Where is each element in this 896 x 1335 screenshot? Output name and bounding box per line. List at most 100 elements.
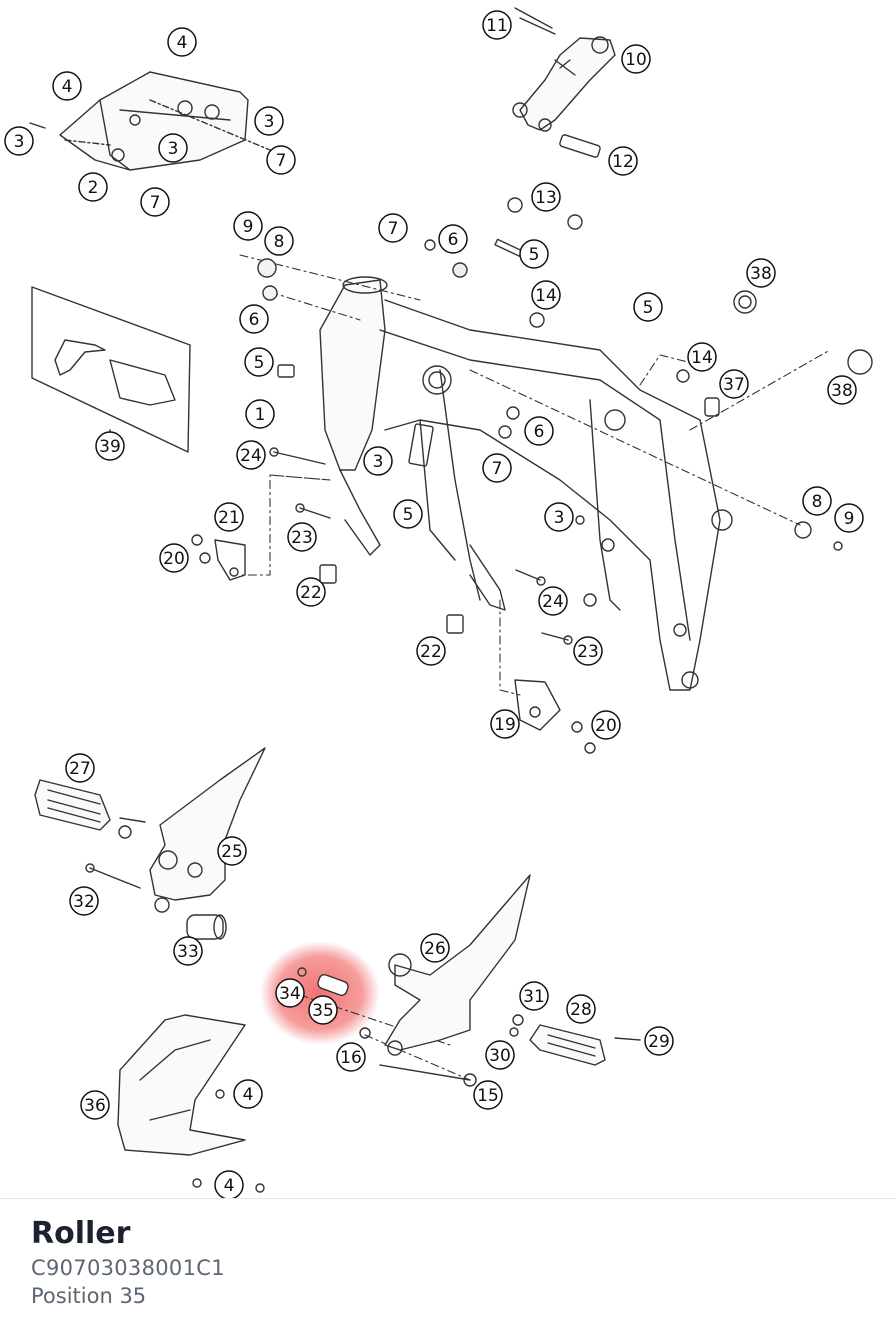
svg-text:19: 19 bbox=[494, 715, 516, 735]
callout-37[interactable]: 37 bbox=[719, 369, 749, 399]
callout-15[interactable]: 15 bbox=[473, 1080, 503, 1110]
callout-8[interactable]: 8 bbox=[264, 226, 294, 256]
callout-4[interactable]: 4 bbox=[167, 27, 197, 57]
callout-20[interactable]: 20 bbox=[159, 543, 189, 573]
svg-text:30: 30 bbox=[489, 1046, 511, 1066]
svg-text:22: 22 bbox=[300, 583, 322, 603]
callout-38[interactable]: 38 bbox=[746, 258, 776, 288]
svg-text:7: 7 bbox=[276, 151, 287, 171]
callout-4[interactable]: 4 bbox=[233, 1079, 263, 1109]
callout-6[interactable]: 6 bbox=[438, 224, 468, 254]
svg-text:1: 1 bbox=[255, 405, 266, 425]
svg-text:14: 14 bbox=[535, 286, 557, 306]
highlight-position-35 bbox=[260, 941, 380, 1045]
callout-23[interactable]: 23 bbox=[287, 522, 317, 552]
callout-1[interactable]: 1 bbox=[245, 399, 275, 429]
callout-31[interactable]: 31 bbox=[519, 981, 549, 1011]
part-name: Roller bbox=[31, 1216, 131, 1251]
callout-32[interactable]: 32 bbox=[69, 886, 99, 916]
svg-text:22: 22 bbox=[420, 642, 442, 662]
svg-text:21: 21 bbox=[218, 508, 240, 528]
svg-text:39: 39 bbox=[99, 437, 121, 457]
callout-23[interactable]: 23 bbox=[573, 636, 603, 666]
callout-3[interactable]: 3 bbox=[254, 106, 284, 136]
callout-7[interactable]: 7 bbox=[378, 213, 408, 243]
callout-7[interactable]: 7 bbox=[140, 187, 170, 217]
callout-33[interactable]: 33 bbox=[173, 936, 203, 966]
callout-22[interactable]: 22 bbox=[416, 636, 446, 666]
svg-text:8: 8 bbox=[274, 232, 285, 252]
callout-21[interactable]: 21 bbox=[214, 502, 244, 532]
callout-25[interactable]: 25 bbox=[217, 836, 247, 866]
callout-19[interactable]: 19 bbox=[490, 709, 520, 739]
callout-2[interactable]: 2 bbox=[78, 172, 108, 202]
svg-text:9: 9 bbox=[243, 217, 254, 237]
callout-10[interactable]: 10 bbox=[621, 44, 651, 74]
callout-14[interactable]: 14 bbox=[687, 342, 717, 372]
callout-16[interactable]: 16 bbox=[336, 1042, 366, 1072]
callout-5[interactable]: 5 bbox=[393, 499, 423, 529]
svg-text:15: 15 bbox=[477, 1086, 499, 1106]
svg-text:9: 9 bbox=[844, 509, 855, 529]
callout-14[interactable]: 14 bbox=[531, 280, 561, 310]
svg-text:5: 5 bbox=[254, 353, 265, 373]
callout-30[interactable]: 30 bbox=[485, 1040, 515, 1070]
callout-3[interactable]: 3 bbox=[4, 126, 34, 156]
callout-8[interactable]: 8 bbox=[802, 486, 832, 516]
svg-text:31: 31 bbox=[523, 987, 545, 1007]
svg-text:16: 16 bbox=[340, 1048, 362, 1068]
callout-12[interactable]: 12 bbox=[608, 146, 638, 176]
right-footrest-drawing bbox=[297, 874, 641, 1087]
svg-text:4: 4 bbox=[177, 33, 188, 53]
svg-text:34: 34 bbox=[279, 984, 301, 1004]
callout-9[interactable]: 9 bbox=[834, 503, 864, 533]
callout-13[interactable]: 13 bbox=[531, 182, 561, 212]
callout-24[interactable]: 24 bbox=[538, 586, 568, 616]
svg-text:2: 2 bbox=[88, 178, 99, 198]
callout-22[interactable]: 22 bbox=[296, 577, 326, 607]
svg-text:5: 5 bbox=[529, 245, 540, 265]
svg-text:4: 4 bbox=[224, 1176, 235, 1196]
svg-text:32: 32 bbox=[73, 892, 95, 912]
callout-3[interactable]: 3 bbox=[544, 502, 574, 532]
callout-38[interactable]: 38 bbox=[827, 375, 857, 405]
callout-5[interactable]: 5 bbox=[244, 347, 274, 377]
callout-26[interactable]: 26 bbox=[420, 933, 450, 963]
callout-27[interactable]: 27 bbox=[65, 753, 95, 783]
svg-text:6: 6 bbox=[249, 310, 260, 330]
callout-3[interactable]: 3 bbox=[158, 133, 188, 163]
callout-20[interactable]: 20 bbox=[591, 710, 621, 740]
headlight-bracket-drawing bbox=[29, 71, 271, 171]
callout-3[interactable]: 3 bbox=[363, 446, 393, 476]
svg-text:7: 7 bbox=[492, 459, 503, 479]
callout-4[interactable]: 4 bbox=[52, 71, 82, 101]
svg-text:4: 4 bbox=[62, 77, 73, 97]
callout-9[interactable]: 9 bbox=[233, 211, 263, 241]
callout-5[interactable]: 5 bbox=[519, 239, 549, 269]
left-footrest-drawing bbox=[34, 747, 266, 940]
callout-6[interactable]: 6 bbox=[239, 304, 269, 334]
part-number: C90703038001C1 bbox=[31, 1256, 225, 1280]
callout-4[interactable]: 4 bbox=[214, 1170, 244, 1198]
callout-35[interactable]: 35 bbox=[308, 995, 338, 1025]
svg-text:23: 23 bbox=[577, 642, 599, 662]
callout-11[interactable]: 11 bbox=[482, 10, 512, 40]
callout-6[interactable]: 6 bbox=[524, 416, 554, 446]
callout-28[interactable]: 28 bbox=[566, 994, 596, 1024]
part-info-panel: Roller C90703038001C1 Position 35 bbox=[31, 1214, 225, 1310]
callouts: 1 2 3 3 3 3 3 4 4 4 4 5 5 5 5 6 6 6 7 7 … bbox=[4, 10, 864, 1198]
svg-text:6: 6 bbox=[534, 422, 545, 442]
callout-5[interactable]: 5 bbox=[633, 292, 663, 322]
svg-text:10: 10 bbox=[625, 50, 647, 70]
callout-7[interactable]: 7 bbox=[266, 145, 296, 175]
callout-34[interactable]: 34 bbox=[275, 978, 305, 1008]
callout-39[interactable]: 39 bbox=[95, 431, 125, 461]
callout-24[interactable]: 24 bbox=[236, 440, 266, 470]
callout-29[interactable]: 29 bbox=[644, 1026, 674, 1056]
callout-7[interactable]: 7 bbox=[482, 453, 512, 483]
svg-text:8: 8 bbox=[812, 492, 823, 512]
svg-text:37: 37 bbox=[723, 375, 745, 395]
decal-sheet-drawing bbox=[31, 286, 191, 453]
svg-text:5: 5 bbox=[643, 298, 654, 318]
callout-36[interactable]: 36 bbox=[80, 1090, 110, 1120]
